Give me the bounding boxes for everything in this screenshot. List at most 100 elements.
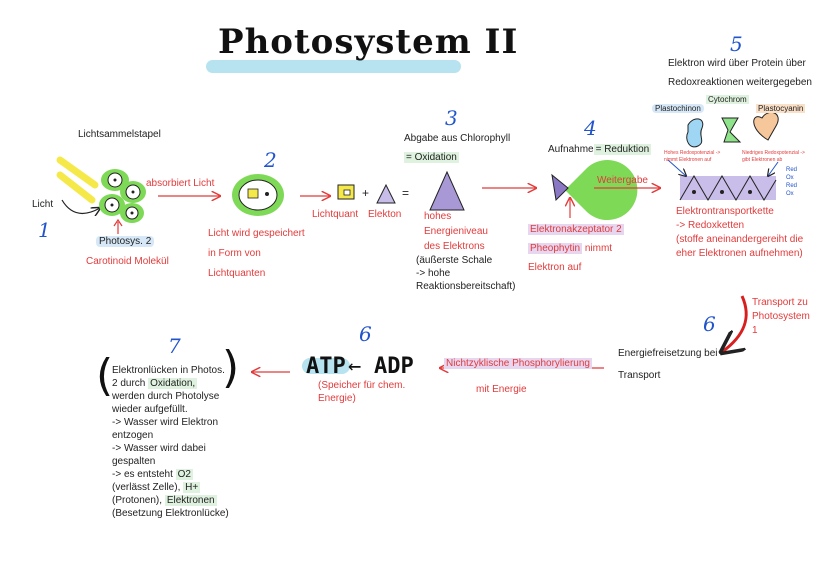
weitergabe-label: Weitergabe [597,175,648,186]
small-arrow-left [667,159,686,176]
atp-highlight [302,358,350,374]
redox-mini-3: Red [786,183,798,189]
speicher-line-1: (Speicher für chem. [318,380,406,391]
small-arrow-right [768,161,779,176]
mit-energie-label: mit Energie [476,384,527,395]
title-highlight [206,60,461,73]
pheophytin-label: Pheophytin [528,243,583,254]
photosys-label: Photosys. 2 [96,236,155,247]
s7-l10a: (verlässt Zelle), [112,482,181,493]
s7-l11b: Elektronen [164,495,217,506]
step2-line-2: in Form von [208,248,261,259]
page-title: Photosystem II [218,22,519,62]
oxidation-label: = Oxidation [404,152,459,163]
energie-line-2: Transport [618,370,661,381]
atp-label: ATP [306,354,346,379]
adp-arrow: ← [348,354,362,379]
plastocyanin-label: Plastocyanin [756,104,806,113]
schale-line-2: -> hohe [416,268,451,279]
speicher-line-2: Energie) [318,393,356,404]
transport-line-2: Photosystem [752,311,810,322]
step2-line-1: Licht wird gespeichert [208,228,305,239]
schale-line-1: (äußerste Schale [416,255,493,266]
s7-l1: Elektronlücken in Photos. [112,365,225,376]
licht-label: Licht [32,199,54,210]
small-right-2: gibt Elektronen ab [742,157,783,163]
hohes-line-2: Energieniveau [424,226,488,237]
kette-line-4: eher Elektronen aufnehmen) [676,248,803,259]
reduktion-label: = Reduktion [593,144,652,155]
step-number-2: 2 [264,148,277,172]
s7-l11a: (Protonen), [112,495,163,506]
plastochinon-icon [686,118,704,148]
lichtsammelstapel-label: Lichtsammelstapel [78,129,161,140]
step-number-1: 1 [38,218,51,242]
chlorophyll-cell-icon [232,174,284,216]
schale-line-3: Reaktionsbereitschaft) [416,281,516,292]
s7-l9b: O2 [175,469,193,480]
s7-l2a: 2 durch [112,378,146,389]
aufnahme-label: Aufnahme [548,144,594,155]
kette-line-1: Elektrontransportkette [676,206,774,217]
equals-sign: = [402,186,410,200]
transport-arrow [722,295,748,352]
nichtzyklisch-label: Nichtzyklische Phosphorylierung [444,358,592,369]
lichtquant-label: Lichtquant [312,209,359,220]
acceptor-pacman-icon [565,160,638,221]
s7-l10b: H+ [183,482,201,493]
step-number-5: 5 [730,32,743,56]
elektron-triangle-icon [376,183,396,204]
small-left-2: nimmt Elektronen auf [664,157,712,163]
absorbiert-label: absorbiert Licht [146,178,215,189]
step-number-4: 4 [584,116,597,140]
step2-line-3: Lichtquanten [208,268,266,279]
s7-l12: (Besetzung Elektronlücke) [112,508,229,519]
energie-line-1: Energiefreisetzung bei [618,348,718,359]
step-number-6a: 6 [703,312,716,336]
akzeptor-label: Elektronakzeptator 2 [528,224,624,235]
hohes-line-3: des Elektrons [424,241,485,252]
electron-energy-triangle-icon [429,170,465,211]
s7-l3: werden durch Photolyse [112,391,220,402]
plastochinon-label: Plastochinon [652,104,704,113]
s7-l6: entzogen [112,430,154,441]
plastocyanin-icon [753,111,779,141]
kette-line-2: -> Redoxketten [676,220,745,231]
step-number-6b: 6 [359,322,372,346]
right-paren-icon: ) [222,342,240,393]
transport-line-1: Transport zu [752,297,808,308]
elekton-label: Elekton [368,209,402,220]
light-path-arrow [61,199,100,213]
acceptor-triangle-icon [551,173,569,202]
step5-head-1: Elektron wird über Protein über [668,58,806,69]
elektron-auf-label: Elektron auf [528,262,582,273]
plus-sign: + [362,186,370,200]
small-right-1: Niedriges Redoxpotenzial -> [742,150,805,156]
redox-chain-icon [679,175,777,201]
step-number-7: 7 [168,334,181,358]
carotinoid-label: Carotinoid Molekül [86,256,169,267]
s7-l2b: Oxidation, [148,378,198,389]
small-left-1: Hohes Redoxpotenzial -> [664,150,721,156]
nimmt-label: nimmt [584,243,613,254]
carotinoid-arrow [113,218,123,234]
redox-mini-4: Ox [786,191,794,197]
s7-l4: wieder aufgefüllt. [112,404,188,415]
redox-mini-1: Red [786,167,798,173]
s7-l5: -> Wasser wird Elektron [112,417,219,428]
pigment-cluster-icon [99,169,146,223]
kette-line-3: (stoffe aneinandergereiht die [676,234,804,245]
lichtquant-icon [337,184,355,200]
transport-line-3: 1 [752,325,758,336]
step-number-3: 3 [445,106,458,130]
light-rays-icon [56,156,99,204]
s7-l8: gespalten [112,456,156,467]
hohes-line-1: hohes [424,211,452,222]
cytochrom-label: Cytochrom [706,95,749,104]
redox-mini-2: Ox [786,175,794,181]
cytochrom-icon [721,117,742,143]
s7-l7: -> Wasser wird dabei [112,443,206,454]
s7-l9a: -> es entsteht [112,469,173,480]
abgabe-label: Abgabe aus Chlorophyll [404,133,511,144]
